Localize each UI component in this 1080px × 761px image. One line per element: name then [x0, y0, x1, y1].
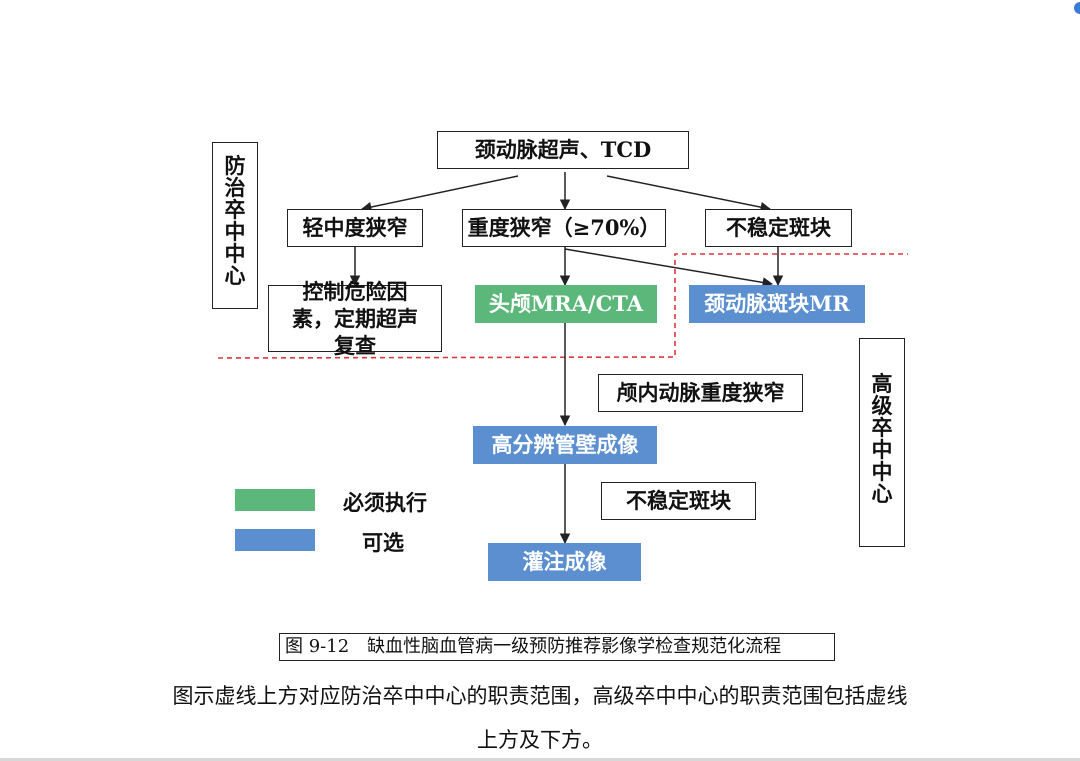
node-carotid-plaque-mr: 颈动脉斑块MR	[689, 285, 865, 323]
page-bottom-divider	[0, 758, 1080, 761]
prevention-stroke-center-label: 防治卒中中心	[212, 142, 258, 309]
scroll-indicator-icon[interactable]	[1074, 2, 1080, 14]
node-perfusion-imaging: 灌注成像	[488, 543, 641, 581]
node-intracranial-severe-stenosis: 颅内动脉重度狭窄	[598, 374, 803, 412]
node-unstable-plaque-lower: 不稳定斑块	[601, 482, 756, 520]
node-severe-stenosis: 重度狭窄（≥70%）	[462, 209, 666, 247]
legend-required-swatch	[235, 489, 315, 511]
node-mild-moderate-stenosis: 轻中度狭窄	[287, 209, 423, 247]
legend-optional-swatch	[235, 529, 315, 551]
legend-optional-label: 可选	[362, 530, 404, 555]
figure-description-line-1: 图示虚线上方对应防治卒中中心的职责范围，高级卒中中心的职责范围包括虚线	[172, 684, 908, 708]
node-control-risk-factors: 控制危险因素，定期超声复查	[268, 279, 442, 358]
arrow-root-to-unstable	[606, 175, 772, 213]
node-unstable-plaque: 不稳定斑块	[705, 209, 852, 247]
node-high-resolution-wall-imaging: 高分辨管壁成像	[473, 426, 657, 464]
arrow-severe-to-plaque-mr	[564, 248, 774, 288]
figure-caption: 图 9-12 缺血性脑血管病一级预防推荐影像学检查规范化流程	[279, 633, 835, 661]
node-head-mra-cta: 头颅MRA/CTA	[475, 285, 657, 323]
figure-description-line-2: 上方及下方。	[477, 728, 603, 752]
arrow-root-to-mild	[360, 175, 519, 213]
advanced-stroke-center-label: 高级卒中中心	[859, 338, 905, 547]
center-boundary-dashed-line	[217, 253, 908, 359]
legend-required-label: 必须执行	[343, 490, 427, 515]
node-carotid-ultrasound-tcd: 颈动脉超声、TCD	[437, 131, 689, 169]
